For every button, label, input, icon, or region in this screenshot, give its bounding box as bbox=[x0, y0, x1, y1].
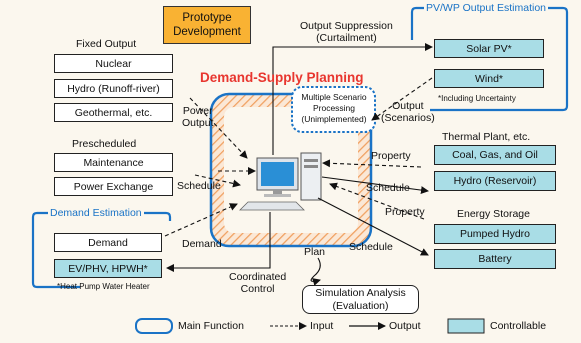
output-scenarios-line2: (Scenarios) bbox=[381, 112, 435, 124]
arrow-property-storage bbox=[329, 182, 425, 220]
property-label-thermal: Property bbox=[371, 150, 411, 162]
arrow-demand-to-center bbox=[164, 203, 238, 237]
arrow-property-thermal bbox=[322, 159, 422, 168]
arrow-schedule-diag bbox=[194, 174, 241, 188]
scenario-line1: Multiple Scenario bbox=[301, 92, 367, 102]
computer-icon bbox=[239, 152, 322, 211]
pvwp-heading: PV/WP Output Estimation bbox=[424, 2, 549, 14]
power-output-line1: Power bbox=[182, 105, 213, 117]
scenario-line2: Processing bbox=[312, 103, 356, 113]
arrow-plan bbox=[310, 257, 321, 286]
arrow-schedule-storage bbox=[317, 197, 429, 256]
output-suppression-label: Output Suppression(Curtailment) bbox=[300, 20, 393, 44]
legend-main-function: Main Function bbox=[178, 320, 244, 332]
arrow-curtailment bbox=[272, 43, 433, 155]
wind-box: Wind* bbox=[434, 69, 544, 88]
legend-main-swatch bbox=[135, 318, 173, 334]
hpwh-note: *Heat Pump Water Heater bbox=[57, 282, 150, 291]
prescheduled-maintenance: Maintenance bbox=[54, 153, 173, 172]
fixed-output-geothermal: Geothermal, etc. bbox=[54, 103, 173, 122]
legend-input: Input bbox=[310, 320, 334, 332]
plan-label: Plan bbox=[304, 246, 326, 258]
prototype-line2: Development bbox=[173, 26, 241, 38]
pumped-hydro-box: Pumped Hydro bbox=[434, 224, 556, 244]
prototype-line1: Prototype bbox=[182, 12, 232, 24]
output-suppression-line2: (Curtailment) bbox=[316, 32, 377, 44]
battery-box: Battery bbox=[434, 249, 556, 269]
schedule-label-thermal: Schedule bbox=[366, 182, 410, 194]
scenario-box-outline bbox=[291, 86, 376, 133]
legend-controllable-swatch bbox=[447, 318, 485, 334]
simulation-line1: Simulation Analysis bbox=[315, 286, 406, 299]
pvwp-group-outline bbox=[410, 6, 569, 112]
property-label-storage: Property bbox=[385, 206, 425, 218]
scenario-line3: (Unimplemented) bbox=[301, 114, 367, 124]
demand-box: Demand bbox=[54, 233, 162, 252]
output-scenarios-line1: Output bbox=[392, 100, 424, 112]
legend-controllable: Controllable bbox=[490, 320, 547, 332]
arrow-output-scenarios bbox=[371, 77, 433, 121]
uncertainty-note: *Including Uncertainty bbox=[438, 94, 516, 103]
arrow-control-to-demand bbox=[166, 212, 271, 272]
fixed-output-nuclear: Nuclear bbox=[54, 54, 173, 73]
prescheduled-power-exchange: Power Exchange bbox=[54, 177, 173, 196]
prescheduled-heading: Prescheduled bbox=[72, 138, 137, 150]
arrow-schedule-thermal bbox=[321, 176, 429, 195]
demand-group-outline bbox=[31, 211, 172, 289]
simulation-analysis-box: Simulation Analysis(Evaluation) bbox=[302, 285, 419, 314]
power-output-line2: Output bbox=[182, 117, 214, 129]
coal-gas-oil-box: Coal, Gas, and Oil bbox=[434, 145, 556, 165]
fixed-output-hydro: Hydro (Runoff-river) bbox=[54, 79, 173, 98]
thermal-heading: Thermal Plant, etc. bbox=[442, 131, 531, 143]
storage-heading: Energy Storage bbox=[457, 208, 530, 220]
ev-hpwh-box: EV/PHV, HPWH* bbox=[54, 259, 162, 278]
schedule-label-storage: Schedule bbox=[349, 241, 393, 253]
output-suppression-line1: Output Suppression bbox=[300, 20, 393, 32]
coordinated-control-line1: Coordinated bbox=[229, 271, 287, 283]
solar-pv-box: Solar PV* bbox=[434, 39, 544, 58]
schedule-left-label: Schedule bbox=[177, 180, 221, 192]
demand-estimation-heading: Demand Estimation bbox=[48, 207, 144, 219]
fixed-output-heading: Fixed Output bbox=[76, 38, 137, 50]
output-scenarios-label: Output(Scenarios) bbox=[381, 100, 435, 124]
hydro-reservoir-box: Hydro (Reservoir) bbox=[434, 171, 556, 191]
page-title: Demand-Supply Planning bbox=[200, 70, 364, 85]
demand-arrow-label: Demand bbox=[182, 238, 222, 250]
legend-output: Output bbox=[389, 320, 421, 332]
coordinated-control-line2: Control bbox=[240, 283, 275, 295]
simulation-line2: (Evaluation) bbox=[332, 299, 389, 312]
